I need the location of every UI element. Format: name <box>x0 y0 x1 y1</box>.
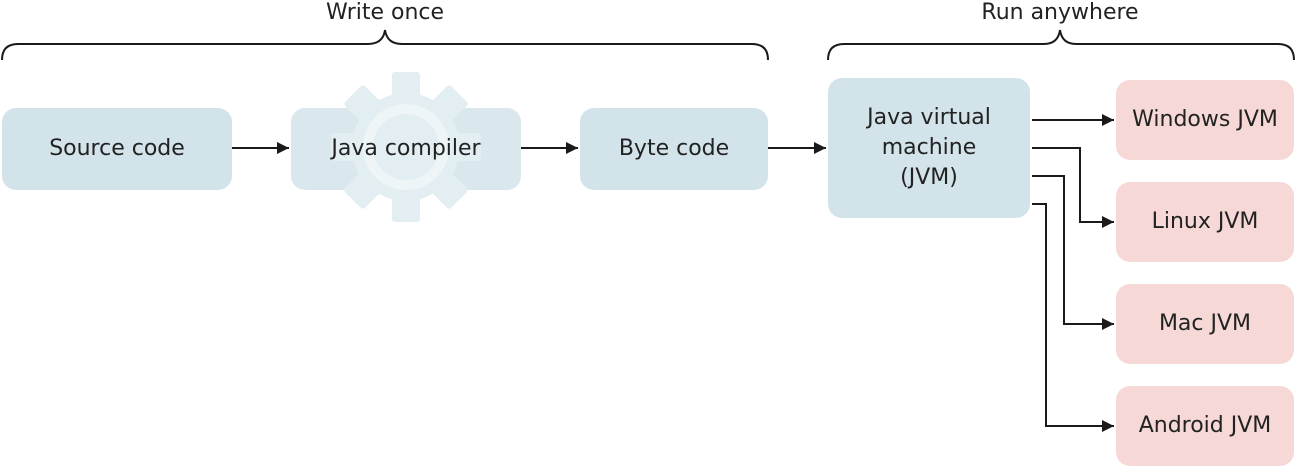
write-once-label: Write once <box>325 0 445 25</box>
jvm-label-line2: machine <box>881 135 977 160</box>
windows-jvm-label: Windows JVM <box>1132 107 1278 132</box>
arrow-jvm-to-linux <box>1032 147 1114 228</box>
run-anywhere-label: Run anywhere <box>981 0 1139 25</box>
mac-jvm-node: Mac JVM <box>1116 284 1294 364</box>
mac-jvm-label: Mac JVM <box>1158 311 1252 336</box>
windows-jvm-node: Windows JVM <box>1116 80 1294 160</box>
android-jvm-node: Android JVM <box>1116 386 1294 466</box>
run-anywhere-brace <box>827 29 1295 61</box>
arrow-jvm-to-android <box>1032 203 1114 432</box>
source-code-label: Source code <box>49 136 185 161</box>
gear-ring-icon <box>363 104 449 190</box>
linux-jvm-label: Linux JVM <box>1151 209 1259 234</box>
java-compiler-label: Java compiler <box>331 136 481 161</box>
arrow-jvm-to-mac <box>1032 175 1114 330</box>
write-once-brace <box>1 29 769 61</box>
byte-code-label: Byte code <box>618 136 730 161</box>
java-compiler-node: Java compiler <box>291 104 521 190</box>
jvm-node: Java virtual machine (JVM) <box>828 78 1030 218</box>
source-code-node: Source code <box>2 108 232 190</box>
jvm-label-line1: Java virtual <box>867 105 991 130</box>
android-jvm-label: Android JVM <box>1138 413 1272 438</box>
jvm-label-line3: (JVM) <box>900 165 958 190</box>
linux-jvm-node: Linux JVM <box>1116 182 1294 262</box>
byte-code-node: Byte code <box>580 108 768 190</box>
